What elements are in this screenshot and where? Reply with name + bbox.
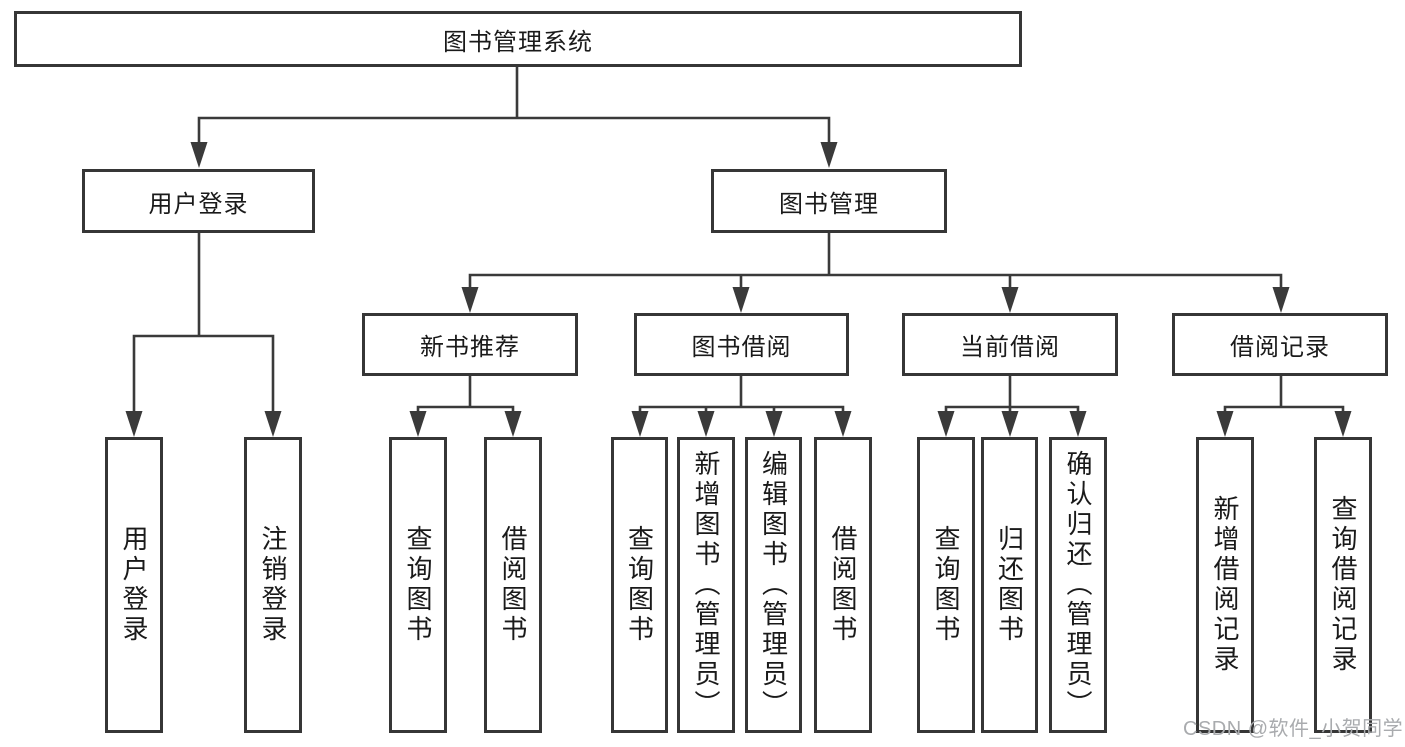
connector-new-books-to-leaves — [409, 376, 522, 437]
connector-book-management-to-level3 — [461, 233, 1290, 313]
leaf-query-books-borrowing: 查询图书 — [611, 437, 668, 733]
arrowhead — [697, 411, 715, 437]
node-library-management-system: 图书管理系统 — [14, 11, 1022, 67]
leaf-label: 借阅图书 — [828, 525, 858, 645]
leaf-confirm-return-admin: 确认归还（管理员） — [1049, 437, 1107, 733]
arrowhead — [1001, 411, 1019, 437]
arrowhead — [264, 411, 282, 437]
connector-user-login-to-leaves — [125, 233, 282, 437]
leaf-label: 新增图书（管理员） — [691, 450, 721, 720]
arrowhead — [504, 411, 522, 437]
arrowhead — [1272, 287, 1290, 313]
leaf-label: 借阅图书 — [498, 525, 528, 645]
arrowhead — [834, 411, 852, 437]
arrowhead — [409, 411, 427, 437]
leaf-edit-books-admin: 编辑图书（管理员） — [745, 437, 802, 733]
leaf-label: 编辑图书（管理员） — [758, 450, 789, 720]
connector-book-borrowing-to-leaves — [631, 376, 852, 437]
arrowhead — [631, 411, 649, 437]
node-book-management: 图书管理 — [711, 169, 947, 233]
leaf-label: 新增借阅记录 — [1210, 495, 1240, 675]
node-book-borrowing: 图书借阅 — [634, 313, 849, 376]
leaf-label: 归还图书 — [994, 525, 1025, 645]
connector-root-to-level2 — [190, 67, 838, 168]
leaf-borrow-books-new: 借阅图书 — [484, 437, 542, 733]
connector-current-borrowing-to-leaves — [937, 376, 1087, 437]
connector-borrowing-records-to-leaves — [1216, 376, 1352, 437]
arrowhead — [1069, 411, 1087, 437]
arrowhead — [461, 287, 479, 313]
leaf-query-books-new: 查询图书 — [389, 437, 447, 733]
arrowhead — [732, 287, 750, 313]
leaf-query-borrow-record: 查询借阅记录 — [1314, 437, 1372, 733]
leaf-query-books-current: 查询图书 — [917, 437, 975, 733]
arrowhead — [1001, 287, 1019, 313]
arrowhead — [125, 411, 143, 437]
leaf-label: 查询图书 — [931, 525, 961, 645]
leaf-borrow-books: 借阅图书 — [814, 437, 872, 733]
arrowhead — [765, 411, 783, 437]
node-borrowing-records: 借阅记录 — [1172, 313, 1388, 376]
arrowhead — [1334, 411, 1352, 437]
leaf-user-login: 用户登录 — [105, 437, 163, 733]
leaf-label: 查询借阅记录 — [1328, 495, 1358, 675]
leaf-label: 注销登录 — [258, 525, 288, 645]
arrowhead — [1216, 411, 1234, 437]
leaf-label: 查询图书 — [624, 525, 655, 645]
node-new-book-recommendation: 新书推荐 — [362, 313, 578, 376]
arrowhead — [190, 142, 208, 168]
node-current-borrowing: 当前借阅 — [902, 313, 1118, 376]
arrowhead — [937, 411, 955, 437]
leaf-add-books-admin: 新增图书（管理员） — [677, 437, 735, 733]
node-user-login: 用户登录 — [82, 169, 315, 233]
leaf-return-books: 归还图书 — [981, 437, 1038, 733]
leaf-label: 查询图书 — [403, 525, 433, 645]
leaf-label: 确认归还（管理员） — [1063, 450, 1093, 720]
watermark: CSDN @软件_小贺同学 — [1183, 718, 1404, 740]
leaf-label: 用户登录 — [119, 525, 149, 645]
leaf-logout: 注销登录 — [244, 437, 302, 733]
leaf-add-borrow-record: 新增借阅记录 — [1196, 437, 1254, 733]
arrowhead — [820, 142, 838, 168]
